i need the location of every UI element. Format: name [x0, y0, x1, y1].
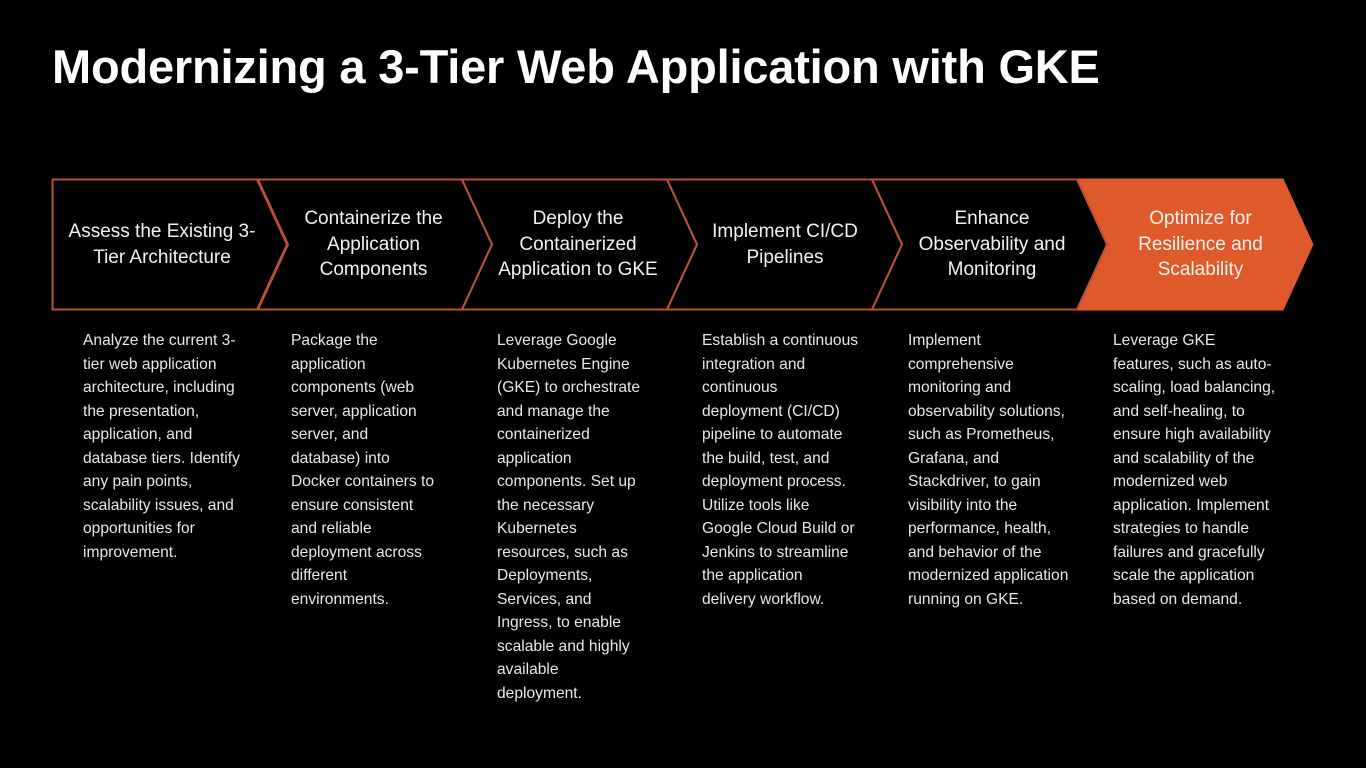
chevron-label-6-text: Optimize for Resilience and Scalability: [1138, 208, 1263, 281]
chevron-label-1-text: Assess the Existing 3-Tier Architecture: [68, 221, 256, 268]
chevron-label-3-text: Deploy the Containerized Application to …: [498, 208, 658, 281]
chevron-label-5: Enhance Observability and Monitoring: [912, 179, 1072, 310]
step-description-5: Implement comprehensive monitoring and o…: [908, 332, 1069, 608]
chevron-label-3: Deploy the Containerized Application to …: [492, 179, 664, 310]
chevron-label-1: Assess the Existing 3-Tier Architecture: [62, 179, 262, 310]
chevron-label-4-text: Implement CI/CD Pipelines: [712, 221, 858, 268]
chevron-label-2-text: Containerize the Application Components: [304, 208, 443, 281]
chevron-label-5-text: Enhance Observability and Monitoring: [918, 208, 1066, 281]
chevron-label-4: Implement CI/CD Pipelines: [705, 179, 865, 310]
step-description-2: Package the application components (web …: [291, 332, 435, 608]
step-description-1: Analyze the current 3-tier web applicati…: [83, 332, 240, 561]
page-title: Modernizing a 3-Tier Web Application wit…: [52, 40, 1100, 93]
step-description-6: Leverage GKE features, such as auto-scal…: [1113, 332, 1276, 608]
step-description-4: Establish a continuous integration and c…: [702, 332, 859, 608]
chevron-label-2: Containerize the Application Components: [290, 179, 457, 310]
step-description-3: Leverage Google Kubernetes Engine (GKE) …: [497, 332, 640, 702]
chevron-label-6: Optimize for Resilience and Scalability: [1118, 179, 1283, 310]
